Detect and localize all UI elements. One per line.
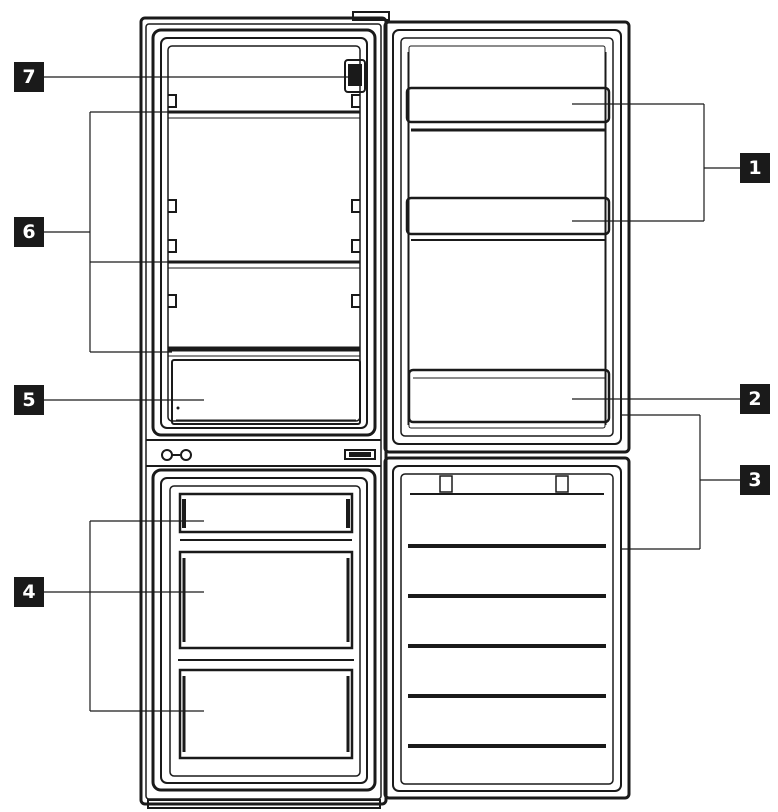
- fridge-door: [383, 20, 631, 454]
- freezer-drawer-middle: [178, 550, 354, 650]
- callout-3: 3: [740, 465, 770, 495]
- fridge-compartment: [151, 28, 377, 437]
- leader-lines: [44, 76, 740, 712]
- glass-shelf-lower: [168, 346, 360, 357]
- door-balcony-upper: [405, 86, 611, 132]
- callout-7: 7: [14, 62, 44, 92]
- door-balcony-middle: [405, 196, 611, 241]
- freezer-compartment: [151, 468, 377, 792]
- glass-shelf-middle: [168, 260, 360, 269]
- freezer-drawer-top: [178, 492, 354, 541]
- callout-2: 2: [740, 384, 770, 414]
- door-balcony-bottom: [407, 368, 611, 424]
- callout-5: 5: [14, 385, 44, 415]
- light-housing: [344, 59, 366, 93]
- freezer-door-ridges: [408, 544, 606, 748]
- callout-4: 4: [14, 577, 44, 607]
- control-panel: [161, 449, 376, 461]
- freezer-drawer-bottom: [178, 659, 354, 760]
- callout-1: 1: [740, 153, 770, 183]
- glass-shelf-upper: [168, 110, 360, 119]
- callout-6: 6: [14, 217, 44, 247]
- crisper-drawer: [171, 359, 361, 425]
- freezer-door: [383, 456, 631, 800]
